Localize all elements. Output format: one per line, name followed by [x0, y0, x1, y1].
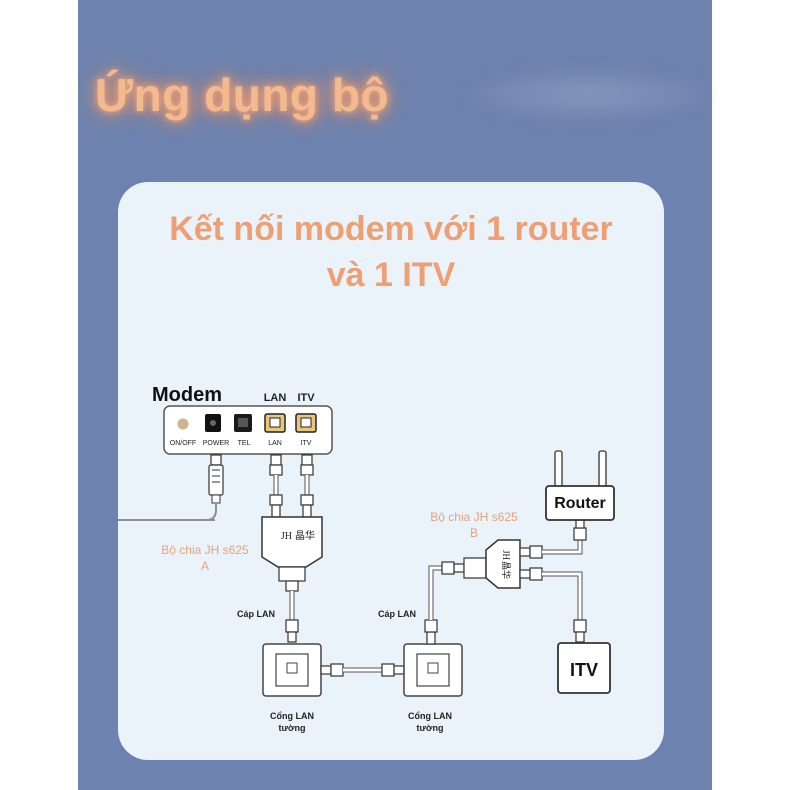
wall-port-left-icon	[262, 643, 322, 697]
port-onoff-label: ON/OFF	[170, 440, 196, 447]
splitter-a-brand-cn: 晶华	[295, 529, 315, 542]
modem-body	[163, 405, 333, 455]
cable-left-label: Cáp LAN	[237, 609, 275, 619]
splitter-a-label-line2: A	[201, 559, 209, 573]
modem-top-itv-label: ITV	[297, 392, 315, 404]
modem-label: Modem	[152, 384, 222, 406]
cable-splitter-a-to-wall	[285, 580, 299, 643]
cable-wall-to-splitter-b	[424, 561, 465, 645]
splitter-a-icon	[261, 516, 323, 582]
wall-left-label-line1: Cổng LAN	[270, 711, 314, 721]
power-plug-icon	[120, 454, 224, 521]
wall-right-label-line2: tường	[417, 723, 444, 733]
port-tel-label: TEL	[238, 440, 251, 447]
blurred-smudge	[470, 70, 710, 120]
diagram-title-line2: và 1 ITV	[326, 256, 456, 294]
diagram-title: Kết nối modem với 1 router và 1 ITV	[118, 206, 664, 298]
wall-right-label-line1: Cổng LAN	[408, 711, 452, 721]
port-lan-label: LAN	[268, 440, 282, 447]
router-label: Router	[554, 495, 606, 512]
splitter-b-icon	[463, 539, 521, 589]
splitter-a-brand: JH	[281, 531, 292, 542]
splitter-b-brand-cn: 晶华	[501, 561, 512, 579]
diagram-title-line1: Kết nối modem với 1 router	[169, 210, 613, 248]
router-icon	[545, 450, 615, 521]
wall-port-right-icon	[403, 643, 463, 697]
headline: Ứng dụng bộ	[95, 69, 390, 121]
splitter-a-label-line1: Bộ chia JH s625	[161, 543, 249, 557]
port-power-label: POWER	[203, 440, 229, 447]
cable-right-label: Cáp LAN	[378, 609, 416, 619]
cable-splitter-b-outputs	[519, 519, 587, 643]
splitter-b-label-line2: B	[470, 526, 478, 540]
power-switch-icon	[177, 418, 189, 430]
cable-modem-to-splitter-a	[269, 454, 314, 518]
splitter-b-label-line1: Bộ chia JH s625	[430, 510, 518, 524]
wall-left-label-line2: tường	[279, 723, 306, 733]
modem-top-lan-label: LAN	[264, 392, 287, 404]
itv-box-icon	[557, 642, 611, 694]
port-itv-label: ITV	[301, 440, 312, 447]
itv-box-label: ITV	[570, 660, 598, 680]
cable-wall-to-wall	[320, 663, 405, 677]
splitter-b-brand: JH	[501, 550, 511, 561]
